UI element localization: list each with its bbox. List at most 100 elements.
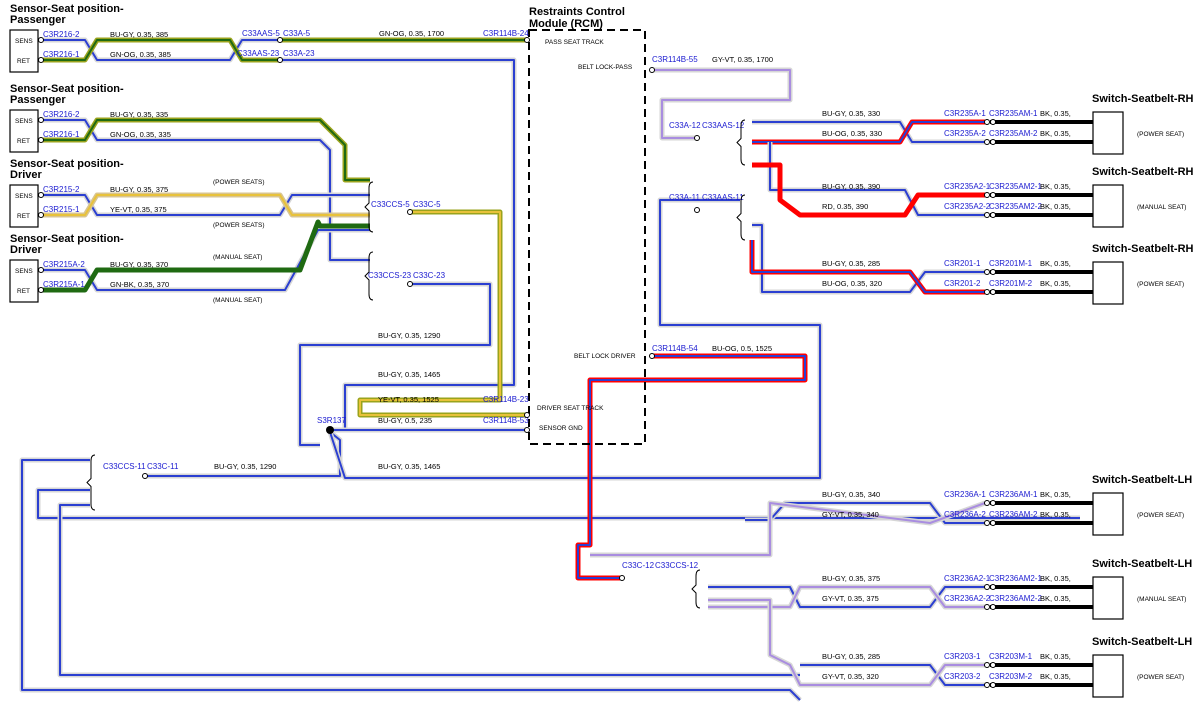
switch-wire-label: BU-GY, 0.35, 285 — [822, 259, 880, 268]
wire-rh3-b-core — [751, 240, 985, 293]
sensor-wire-label-ret: GN-BK, 0.35, 370 — [110, 280, 169, 289]
wire-lh1-a-core — [745, 502, 985, 524]
sensor-title-line2: Driver — [10, 244, 43, 256]
switch-conn-a: C3R235A2-2 — [944, 202, 991, 211]
sensor-conn-ret: C3R215A-1 — [43, 280, 85, 289]
switch-wire-label: BU-OG, 0.35, 320 — [822, 279, 882, 288]
sensor-terminal-sens — [38, 37, 44, 43]
sensor-title-line2: Passenger — [10, 14, 66, 26]
switch-terminal-b — [990, 192, 996, 198]
switch-bk-label: BK, 0.35, — [1040, 259, 1071, 268]
switch-terminal-a — [984, 269, 990, 275]
wire-gyvt-1700-core — [652, 69, 791, 139]
wire-bugy-1465-b-core — [329, 199, 821, 479]
wire-rh3-a-core — [752, 224, 985, 293]
wire-lh-loop-outer — [19, 457, 802, 702]
rcm-pin-belt-lock-pass: BELT LOCK-PASS — [578, 64, 633, 71]
switch-note: (POWER SEAT) — [1137, 281, 1184, 288]
wire-buog-1525-core — [577, 355, 806, 579]
switch-note: (MANUAL SEAT) — [1137, 596, 1186, 603]
switch-conn-a: C3R203-1 — [944, 652, 981, 661]
switch-terminal-a — [984, 500, 990, 506]
switch-wire-label: BU-GY, 0.35, 340 — [822, 490, 880, 499]
rcm-pin-belt-lock-driver: BELT LOCK DRIVER — [574, 353, 636, 360]
conn-c33c-11: C33C-11 — [147, 462, 179, 471]
switch-title: Switch-Seatbelt-RH — [1092, 243, 1194, 255]
wire-label-bugy-1465: BU-GY, 0.35, 1465 — [378, 370, 440, 379]
switch-bk-label: BK, 0.35, — [1040, 510, 1071, 519]
wire-s3-ret-core — [41, 194, 370, 216]
rcm-module-box — [528, 29, 646, 445]
switch-box — [1092, 654, 1124, 698]
switch-conn-b: C3R236AM2-1 — [989, 574, 1042, 583]
sensor-conn-sens: C3R215-2 — [43, 185, 80, 194]
switch-conn-b: C3R236AM-1 — [989, 490, 1038, 499]
switch-conn-a: C3R235A-2 — [944, 129, 986, 138]
conn-c33ccs-11: C33CCS-11 — [103, 462, 146, 471]
conn-c33aas-23: C33AAS-23 — [237, 49, 280, 58]
terminal-rcm-54 — [649, 353, 655, 359]
splice-s3r137-dot — [326, 426, 334, 434]
switch-box — [1092, 576, 1124, 620]
conn-c33c-5: C33C-5 — [413, 200, 441, 209]
switch-terminal-a — [984, 192, 990, 198]
sensor-connector-box — [9, 29, 39, 73]
switch-wire-label: GY-VT, 0.35, 320 — [822, 672, 879, 681]
switch-bk-label: BK, 0.35, — [1040, 109, 1071, 118]
sensor-wire-label-sens: BU-GY, 0.35, 385 — [110, 30, 168, 39]
terminal-c33a-23 — [277, 57, 283, 63]
switch-conn-a: C3R235A-1 — [944, 109, 986, 118]
conn-c33a-23: C33A-23 — [283, 49, 315, 58]
switch-conn-b: C3R203M-2 — [989, 672, 1033, 681]
switch-box — [1092, 261, 1124, 305]
switch-terminal-b — [990, 604, 996, 610]
sensor-pin-sens: SENS — [15, 193, 33, 200]
sensor-terminal-ret — [38, 57, 44, 63]
switch-title: Switch-Seatbelt-RH — [1092, 93, 1194, 105]
rcm-pin-pass-seat-track: PASS SEAT TRACK — [545, 39, 604, 46]
sensor-terminal-ret — [38, 287, 44, 293]
conn-c33ccs-12: C33CCS-12 — [655, 561, 699, 570]
switch-note: (POWER SEAT) — [1137, 131, 1184, 138]
sensor-note-bottom: (MANUAL SEAT) — [213, 297, 262, 304]
switch-terminal-b — [990, 139, 996, 145]
wire-yevt-1525-core — [359, 211, 527, 416]
wire-s1-ret-core — [41, 39, 280, 61]
terminal-rcm-23 — [524, 412, 530, 418]
sensor-pin-sens: SENS — [15, 268, 33, 275]
wire-s4-ret-core — [41, 221, 370, 291]
wire-lh1-b — [590, 500, 986, 558]
sensor-wire-label-sens: BU-GY, 0.35, 370 — [110, 260, 168, 269]
conn-c33aas-5: C33AAS-5 — [242, 29, 280, 38]
switch-conn-a: C3R201-1 — [944, 259, 981, 268]
switch-conn-a: C3R236A-2 — [944, 510, 986, 519]
wire-rh2-b-core — [752, 164, 985, 216]
conn-c33a-11: C33A-11 — [669, 193, 701, 202]
wire-lh-1-core — [37, 489, 1080, 519]
switch-terminal-b — [990, 119, 996, 125]
sensor-connector-box — [9, 259, 39, 303]
sensor-group: Sensor-Seat position-PassengerSENSRETC3R… — [9, 3, 265, 304]
wire-s2-sens-core — [41, 119, 370, 261]
switch-note: (MANUAL SEAT) — [1137, 204, 1186, 211]
switch-bk-label: BK, 0.35, — [1040, 574, 1071, 583]
switch-bk-label: BK, 0.35, — [1040, 129, 1071, 138]
switch-box — [1092, 184, 1124, 228]
sensor-conn-sens: C3R216-2 — [43, 30, 80, 39]
terminal-rcm-24 — [524, 37, 530, 43]
wire-layer — [19, 37, 1093, 702]
wire-rh2-a-core — [769, 142, 985, 216]
brace-c33c-23 — [364, 251, 374, 301]
wire-label-bugy-1465-b: BU-GY, 0.35, 1465 — [378, 462, 440, 471]
wire-s2-ret — [41, 117, 370, 183]
terminal-layer — [38, 37, 996, 688]
conn-c33a-5: C33A-5 — [283, 29, 311, 38]
sensor-conn-ret: C3R216-1 — [43, 50, 80, 59]
switch-wire-label: BU-GY, 0.35, 330 — [822, 109, 880, 118]
switch-conn-a: C3R203-2 — [944, 672, 981, 681]
switch-title: Switch-Seatbelt-LH — [1092, 474, 1192, 486]
switch-conn-b: C3R235AM2-2 — [989, 202, 1042, 211]
conn-c33c-23: C33C-23 — [413, 271, 446, 280]
conn-c33a-12: C33A-12 — [669, 121, 701, 130]
